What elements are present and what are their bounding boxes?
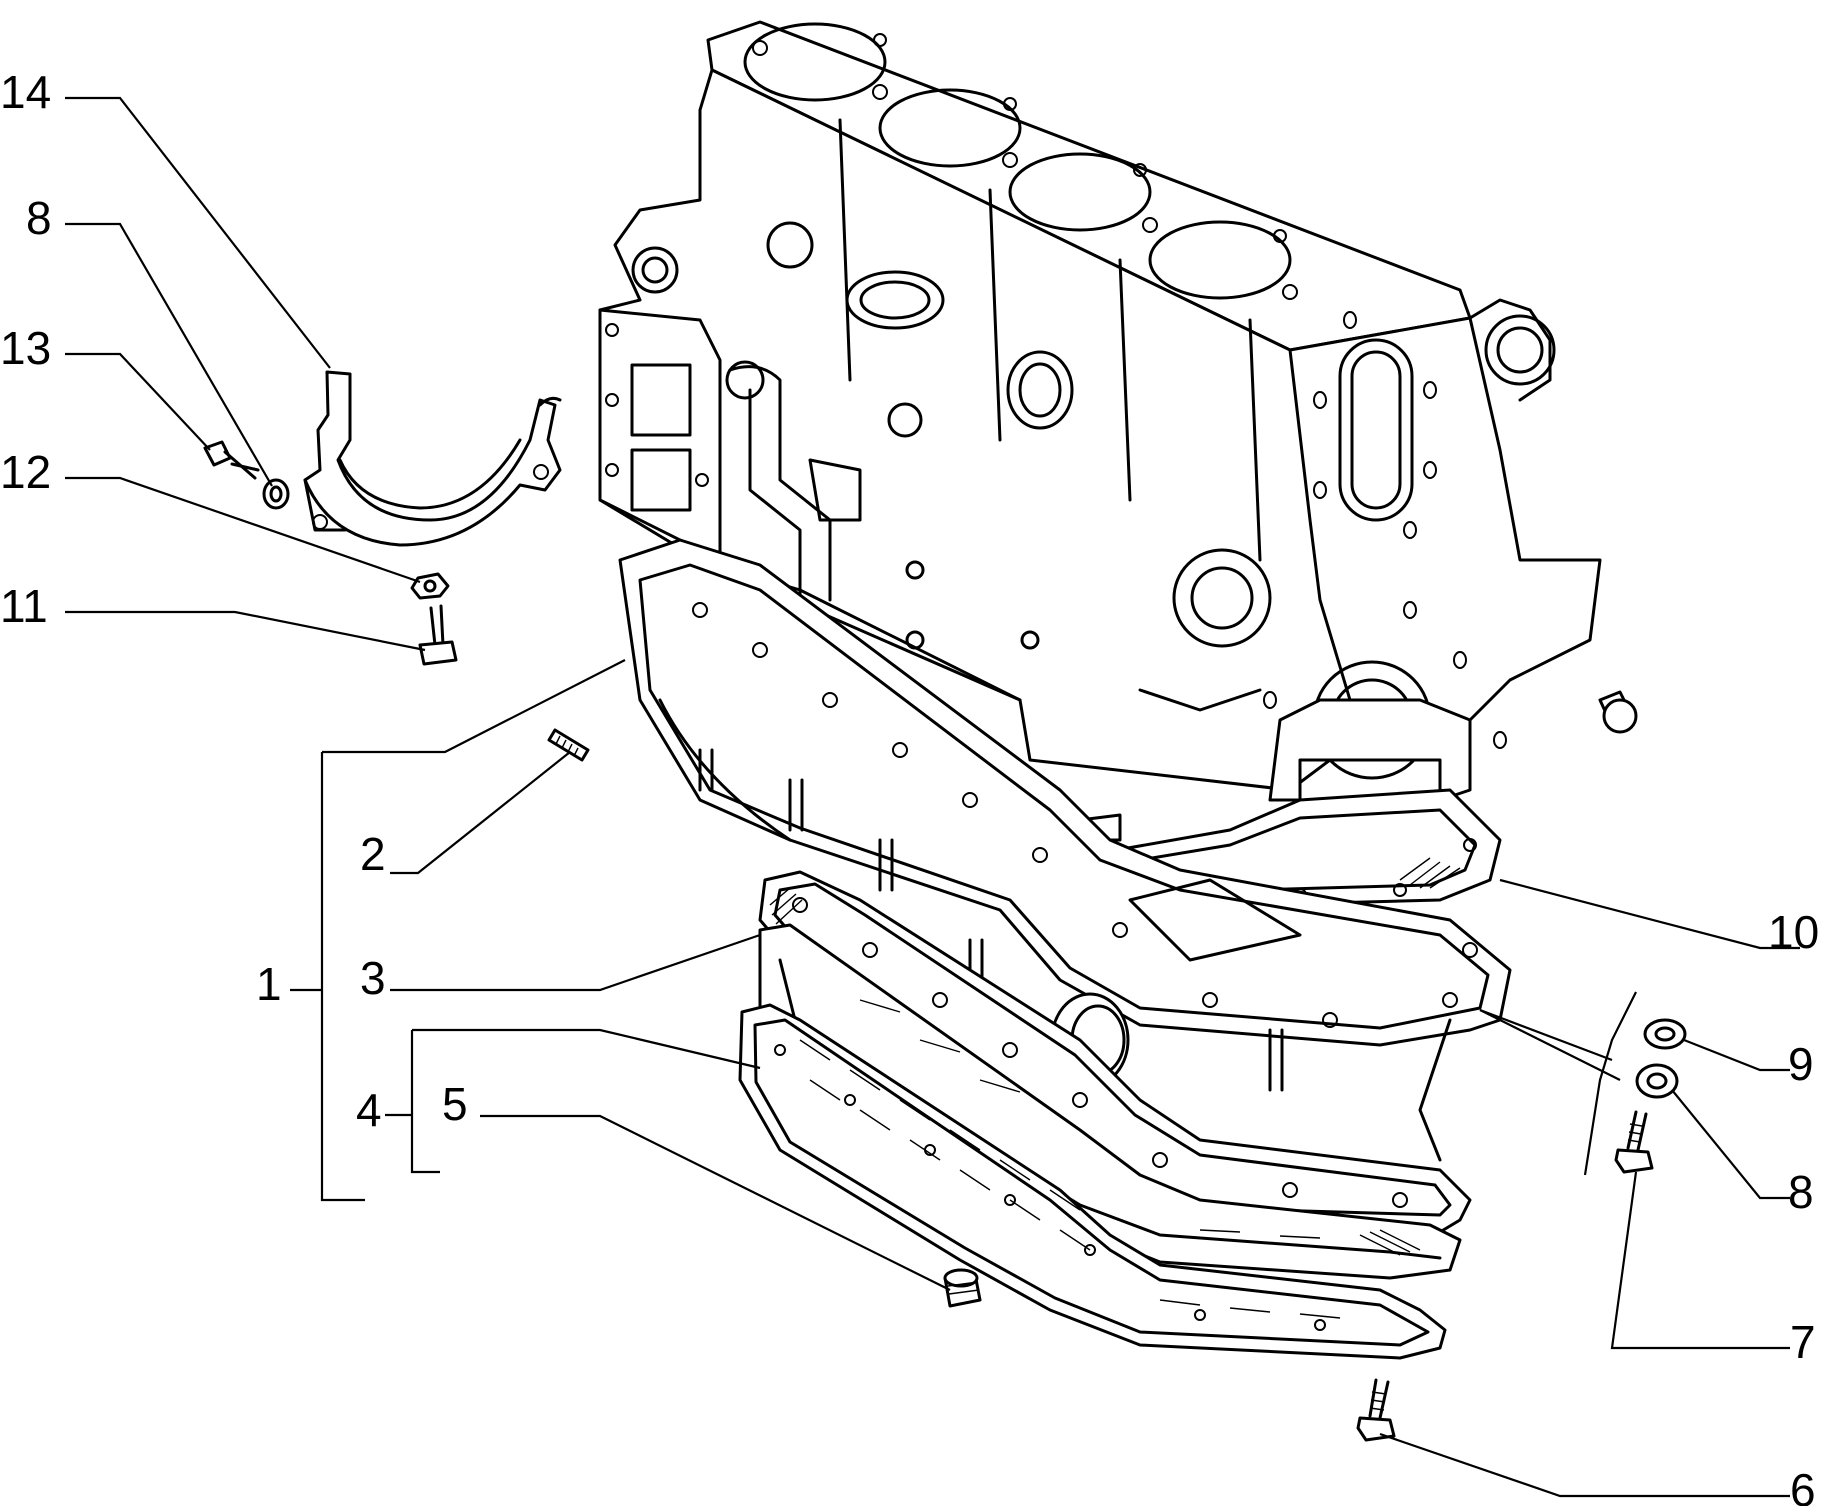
callout-7: 7 [1790,1316,1816,1368]
bolt-7 [1614,1110,1654,1174]
engine-block [598,20,1638,858]
callout-14: 14 [0,66,51,118]
nut-12 [410,572,450,600]
callout-6: 6 [1790,1464,1816,1506]
callout-8-upper: 8 [26,192,52,244]
callout-11: 11 [0,580,48,632]
washer-8-upper [262,478,290,510]
callout-8-lower: 8 [1788,1166,1814,1218]
leader-lines [65,96,1800,1498]
drain-plug [943,1268,982,1308]
callout-1: 1 [256,958,282,1010]
bolt-6 [1356,1378,1396,1442]
stud-2 [547,728,590,762]
callout-12: 12 [0,446,51,498]
callout-9: 9 [1788,1038,1814,1090]
bolt-11 [418,604,458,666]
callout-5: 5 [442,1078,468,1130]
callout-labels: 14 8 13 12 11 1 2 3 4 5 10 9 8 7 6 [0,66,1819,1506]
callout-13: 13 [0,322,51,374]
seal-cover-bracket [303,370,562,547]
callout-3: 3 [360,952,386,1004]
bolt-13 [203,440,260,480]
bottom-plate [738,1003,1447,1360]
callout-4: 4 [356,1084,382,1136]
washer-8-lower [1635,1063,1679,1099]
callout-10: 10 [1768,906,1819,958]
callout-2: 2 [360,828,386,880]
washer-9 [1643,1018,1687,1050]
